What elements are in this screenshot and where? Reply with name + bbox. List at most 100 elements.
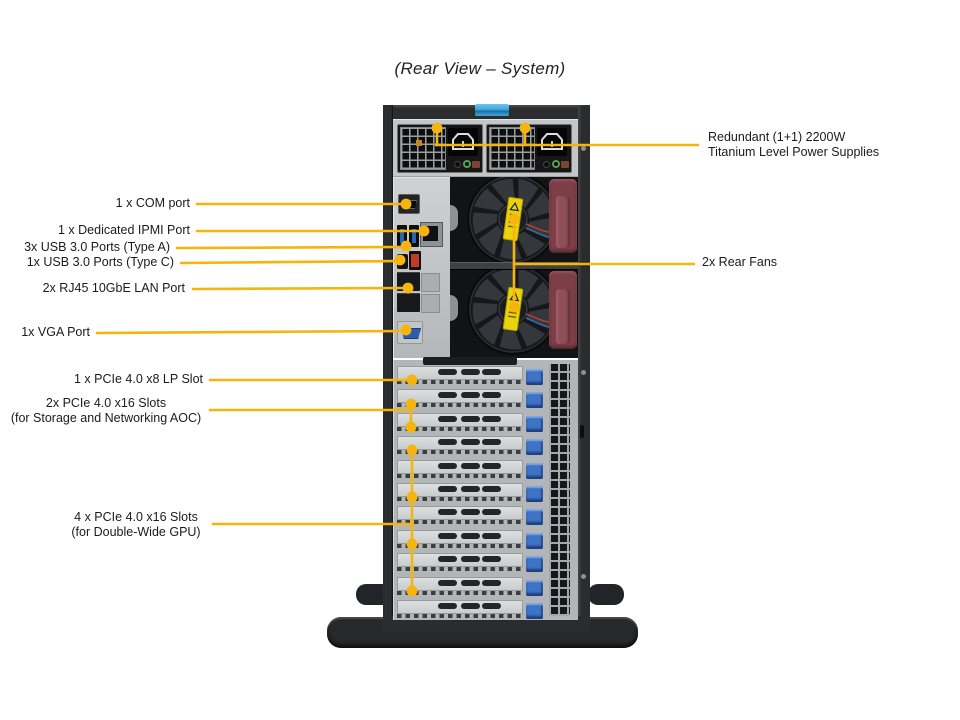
callout-label-vga: 1x VGA Port bbox=[21, 325, 90, 340]
usb3-port bbox=[397, 225, 407, 247]
power-supply-2 bbox=[486, 124, 572, 173]
callout-label-pcie-2x: 2x PCIe 4.0 x16 Slots(for Storage and Ne… bbox=[10, 395, 202, 426]
callout-line-vga bbox=[95, 329, 405, 335]
chassis-release-tab bbox=[475, 104, 509, 116]
psu-led bbox=[543, 161, 550, 168]
fan-graphic bbox=[467, 263, 559, 355]
pcie-slot-cover bbox=[397, 529, 523, 544]
psu-power-inlet bbox=[537, 128, 567, 156]
pcie-slot-cover bbox=[397, 459, 523, 474]
port-knockout bbox=[421, 294, 440, 313]
pcie-slot-cover bbox=[397, 389, 523, 404]
pcie-latch bbox=[526, 462, 543, 479]
slot-cover-vent bbox=[438, 603, 457, 609]
rear-fan-bay bbox=[450, 177, 578, 358]
chassis-bottom-frame bbox=[383, 616, 590, 632]
pcie-slot-bracket bbox=[397, 520, 521, 525]
psu-mesh-grille bbox=[489, 127, 535, 170]
ipmi-lan-port bbox=[420, 222, 443, 247]
slot-cover-vent bbox=[438, 439, 457, 446]
fan-mount-tab bbox=[450, 295, 458, 321]
pcie-slot-cover bbox=[397, 600, 523, 614]
slot-cover-vent bbox=[461, 532, 480, 539]
slot-cover-vent bbox=[438, 556, 457, 563]
rear-fan-2 bbox=[465, 261, 561, 357]
pcie-slot-bracket bbox=[397, 497, 521, 501]
usb3-port bbox=[409, 225, 419, 247]
slot-cover-vent bbox=[438, 486, 457, 492]
rj45-lan-port-2 bbox=[397, 293, 420, 312]
slot-cover-vent bbox=[482, 603, 501, 609]
slot-cover-vent bbox=[438, 415, 457, 422]
slot-cover-vent bbox=[461, 392, 480, 399]
psu-status-led bbox=[463, 160, 471, 168]
chassis-right-frame bbox=[578, 105, 590, 632]
slot-cover-vent bbox=[438, 462, 457, 469]
usb3-typea-ports bbox=[397, 225, 420, 248]
usb3-typec-port bbox=[397, 254, 408, 269]
pcie-latch bbox=[526, 532, 543, 549]
slot-cover-vent bbox=[461, 439, 480, 446]
slot-cover-vent bbox=[482, 439, 501, 446]
slot-cover-vent bbox=[461, 369, 480, 375]
callout-label-usb-c: 1x USB 3.0 Ports (Type C) bbox=[26, 255, 174, 270]
callout-line-lan bbox=[191, 286, 407, 291]
callout-label-usb-a: 3x USB 3.0 Ports (Type A) bbox=[24, 240, 170, 255]
psu-bay bbox=[393, 119, 578, 177]
slot-cover-vent bbox=[482, 415, 501, 422]
slot-cover-vent bbox=[482, 556, 501, 563]
callout-label-lan: 2x RJ45 10GbE LAN Port bbox=[42, 281, 185, 296]
fan-handle-1 bbox=[549, 179, 577, 253]
pcie-slot-section bbox=[393, 357, 578, 620]
chassis-left-frame bbox=[383, 105, 393, 632]
com-port bbox=[398, 194, 420, 214]
slot-cover-vent bbox=[461, 509, 480, 516]
c14-socket bbox=[452, 133, 474, 150]
slot-cover-vent bbox=[438, 532, 457, 539]
usb3-typea-port-3 bbox=[409, 251, 421, 270]
psu-label-sticker bbox=[416, 140, 422, 146]
slot-cover-vent bbox=[461, 415, 480, 422]
slot-cover-vent bbox=[461, 462, 480, 469]
pcie-slot-bracket bbox=[397, 614, 521, 618]
pcie-latch bbox=[526, 392, 543, 409]
callout-line-usb-a bbox=[175, 245, 406, 250]
pcie-slot-cover bbox=[397, 412, 523, 427]
pcie-slot-cover bbox=[397, 436, 523, 451]
pcie-slot-bracket bbox=[397, 590, 521, 595]
power-supply-1 bbox=[397, 124, 483, 173]
pcie-latch bbox=[526, 603, 543, 619]
callout-label-pcie-4x: 4 x PCIe 4.0 x16 Slots(for Double-Wide G… bbox=[71, 509, 201, 540]
pcie-slot-cover bbox=[397, 553, 523, 568]
slot-cover-vent bbox=[482, 462, 501, 469]
fan-handle-2 bbox=[549, 271, 577, 349]
pcie-slot-cover bbox=[397, 366, 523, 380]
pcie-slot-bracket bbox=[397, 567, 521, 572]
pcie-latch bbox=[526, 415, 543, 432]
slot-cover-vent bbox=[482, 392, 501, 399]
pcie-slot-bracket bbox=[397, 450, 521, 455]
psu-release-tab bbox=[472, 161, 480, 168]
callout-label-com: 1 x COM port bbox=[115, 196, 190, 211]
psu-status-led bbox=[552, 160, 560, 168]
slot-cover-vent bbox=[438, 392, 457, 399]
c14-socket bbox=[541, 133, 563, 150]
psu-release-tab bbox=[561, 161, 569, 168]
slot-cover-vent bbox=[482, 486, 501, 492]
pcie-latch bbox=[526, 486, 543, 502]
callout-line-usb-c bbox=[179, 259, 399, 265]
screw bbox=[581, 574, 586, 579]
lock-slot bbox=[580, 425, 584, 438]
slot-cover-vent bbox=[438, 369, 457, 375]
slot-cover-vent bbox=[461, 603, 480, 609]
pcie-slot-cover bbox=[397, 483, 523, 497]
pcie-slot-cover bbox=[397, 576, 523, 591]
tower-foot-right bbox=[588, 584, 624, 605]
slot-cover-vent bbox=[461, 486, 480, 492]
slot-cover-vent bbox=[438, 509, 457, 516]
slot-cover-vent bbox=[482, 369, 501, 375]
rear-fan-1 bbox=[465, 177, 561, 267]
rj45-lan-port-1 bbox=[397, 272, 420, 291]
screw bbox=[581, 370, 586, 375]
diagram-title: (Rear View – System) bbox=[394, 59, 566, 78]
